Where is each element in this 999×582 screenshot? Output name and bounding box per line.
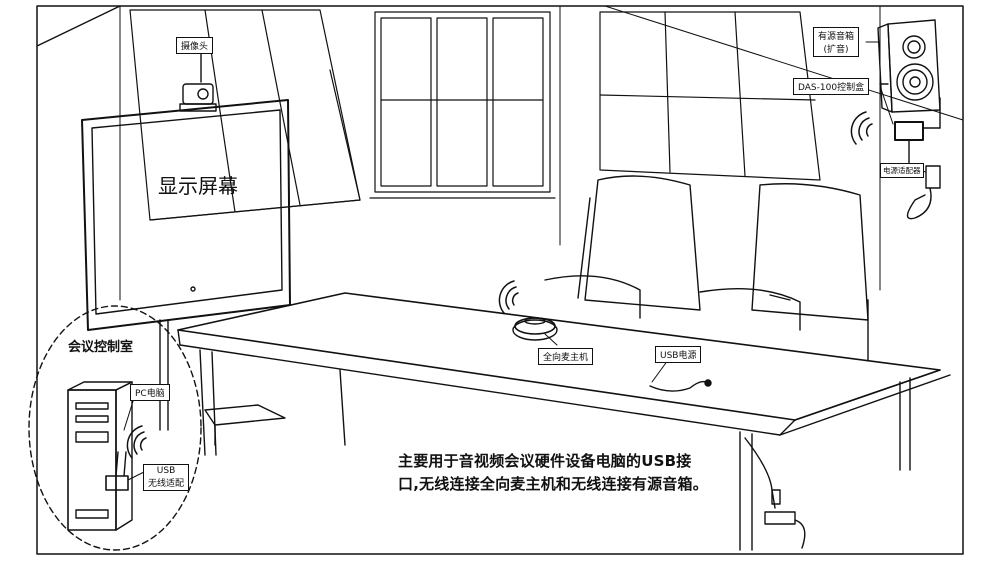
usb-wireless-label: USB 无线适配	[143, 464, 190, 491]
description-caption: 主要用于音视频会议硬件设备电脑的USB接 口,无线连接全向麦主机和无线连接有源音…	[398, 450, 708, 497]
speaker-label-line2: (扩音)	[823, 45, 849, 55]
camera-device	[179, 51, 217, 112]
usb-wireless-label-line1: USB	[156, 466, 176, 476]
das-control-box	[894, 97, 941, 166]
pc-label: PC电脑	[130, 384, 170, 401]
wifi-signals	[126, 111, 873, 459]
usb-wireless-label-line2: 无线适配	[148, 479, 185, 489]
usb-wireless-adapter	[105, 451, 129, 491]
speaker-label: 有源音箱 (扩音)	[813, 27, 860, 57]
mic-host-device	[512, 317, 558, 341]
power-adapter-label: 电源适配器	[880, 163, 924, 178]
caption-line1: 主要用于音视频会议硬件设备电脑的USB接	[398, 452, 692, 470]
control-room-label: 会议控制室	[68, 340, 134, 355]
left-window	[129, 9, 361, 221]
power-strip	[744, 437, 806, 549]
power-adapter-device	[906, 165, 941, 220]
diagram-frame	[36, 5, 964, 555]
usb-power-cable	[649, 379, 712, 392]
screen-label: 显示屏幕	[158, 174, 238, 198]
leader-lines	[123, 41, 927, 481]
speaker-label-line1: 有源音箱	[818, 32, 855, 42]
usb-power-label: USB电源	[655, 346, 702, 363]
camera-label: 摄像头	[176, 37, 214, 54]
display-screen	[81, 99, 291, 431]
control-room-outline	[28, 305, 202, 551]
side-shelf	[204, 404, 286, 446]
conference-table	[177, 292, 951, 551]
speaker-device	[877, 19, 941, 113]
das-box-label: DAS-100控制盒	[793, 78, 870, 95]
right-window	[599, 11, 821, 181]
chairs	[544, 175, 869, 361]
caption-line2: 口,无线连接全向麦主机和无线连接有源音箱。	[398, 475, 708, 494]
center-window	[369, 11, 556, 199]
room-walls	[36, 5, 964, 301]
mic-host-label: 全向麦主机	[538, 348, 594, 365]
pc-tower	[67, 381, 133, 531]
